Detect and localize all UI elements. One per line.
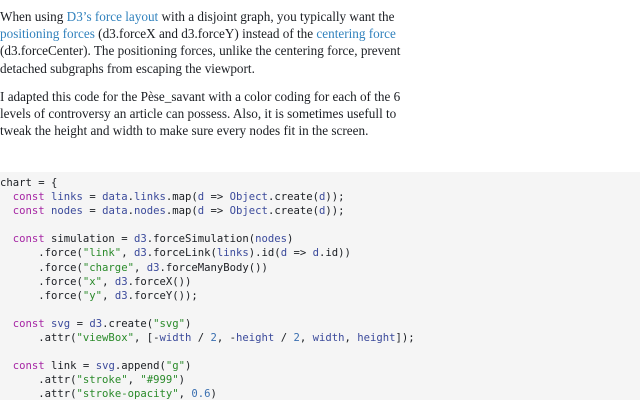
code-text: chart = { const links = data.links.map(d… — [0, 176, 640, 400]
code-line: const link = svg.append("g") — [12, 360, 192, 373]
intro-text-2: with a disjoint graph, you typically wan… — [158, 9, 395, 24]
code-line: .force("charge", d3.forceManyBody()) — [0, 261, 268, 274]
code-line: const links = data.links.map(d => Object… — [12, 191, 345, 204]
intro-text-1: When using — [0, 9, 67, 24]
code-line: chart = { — [0, 177, 58, 189]
code-line: .attr("stroke-opacity", 0.6) — [0, 388, 217, 400]
code-cell[interactable]: chart = { const links = data.links.map(d… — [0, 172, 640, 400]
code-line: .force("x", d3.forceX()) — [0, 275, 192, 288]
code-line: .force("y", d3.forceY()); — [0, 289, 198, 302]
code-line — [0, 345, 640, 359]
code-line: .attr("stroke", "#999") — [0, 374, 186, 387]
code-line: const simulation = d3.forceSimulation(no… — [12, 233, 294, 246]
adaptation-paragraph: I adapted this code for the Pèse_savant … — [0, 88, 401, 139]
positioning-forces-link[interactable]: positioning forces — [0, 26, 95, 42]
intro-text-4: (d3.forceCenter). The positioning forces… — [0, 43, 401, 76]
code-line — [0, 218, 640, 232]
prose-section: When using D3’s force layout with a disj… — [0, 8, 430, 150]
code-line: .force("link", d3.forceLink(links).id(d … — [0, 247, 351, 260]
intro-paragraph: When using D3’s force layout with a disj… — [0, 8, 430, 77]
code-line: .attr("viewBox", [-width / 2, -height / … — [0, 332, 415, 345]
centering-force-link[interactable]: centering force — [316, 26, 396, 42]
code-line: const nodes = data.nodes.map(d => Object… — [12, 205, 345, 218]
code-line: const svg = d3.create("svg") — [12, 317, 192, 330]
code-line — [0, 303, 640, 317]
d3-force-layout-link[interactable]: D3’s force layout — [66, 9, 159, 24]
intro-text-3: (d3.forceX and d3.forceY) instead of the — [94, 26, 317, 42]
